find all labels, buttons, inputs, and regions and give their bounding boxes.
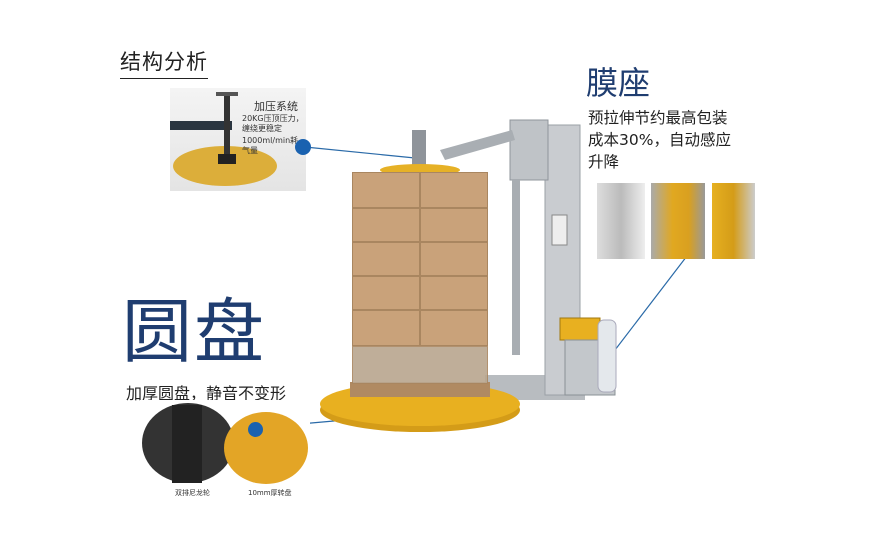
film-seat-desc-3: 升降 — [588, 153, 620, 171]
film-roll — [597, 319, 617, 393]
film-seat-desc-1: 预拉伸节约最高包装 — [588, 109, 728, 127]
press-arm — [440, 130, 515, 160]
disc-title: 圆盘 — [122, 291, 266, 373]
film-seat-photo-2 — [651, 183, 705, 259]
pressure-system-label: 加压系统 — [254, 100, 298, 113]
press-rod — [412, 130, 426, 170]
film-callout-line — [614, 251, 691, 351]
film-seat-photo-1 — [597, 183, 645, 259]
film-seat-photo-3 — [712, 183, 755, 259]
disc-description: 加厚圆盘，静音不变形 — [126, 384, 287, 403]
callout-dot-icon — [248, 422, 263, 437]
pressure-system-image — [170, 92, 277, 186]
column-rail — [512, 180, 520, 355]
film-carriage-motor — [559, 317, 601, 341]
arm-carriage — [509, 119, 549, 181]
pressure-callout-line — [304, 146, 416, 159]
pallet — [350, 382, 490, 397]
carton-stack — [352, 172, 488, 384]
pressure-spec-1: 20KG压顶压力，缠绕更稳定 — [242, 114, 304, 133]
pressure-spec-2: 1000ml/min耗气量 — [242, 136, 299, 155]
warning-label — [551, 214, 568, 246]
disc-underside-image — [142, 403, 308, 484]
callout-dot-icon — [295, 139, 311, 155]
disc-caption-2: 10mm厚转盘 — [248, 489, 292, 497]
film-seat-title: 膜座 — [586, 64, 651, 102]
disc-caption-1: 双排尼龙轮 — [175, 489, 210, 497]
disc-photo: 双排尼龙轮 10mm厚转盘 — [140, 400, 310, 500]
pressure-system-photo: 加压系统 20KG压顶压力，缠绕更稳定 1000ml/min耗气量 — [170, 88, 306, 191]
section-title: 结构分析 — [120, 46, 208, 79]
film-seat-desc-2: 成本30%，自动感应 — [588, 131, 731, 149]
